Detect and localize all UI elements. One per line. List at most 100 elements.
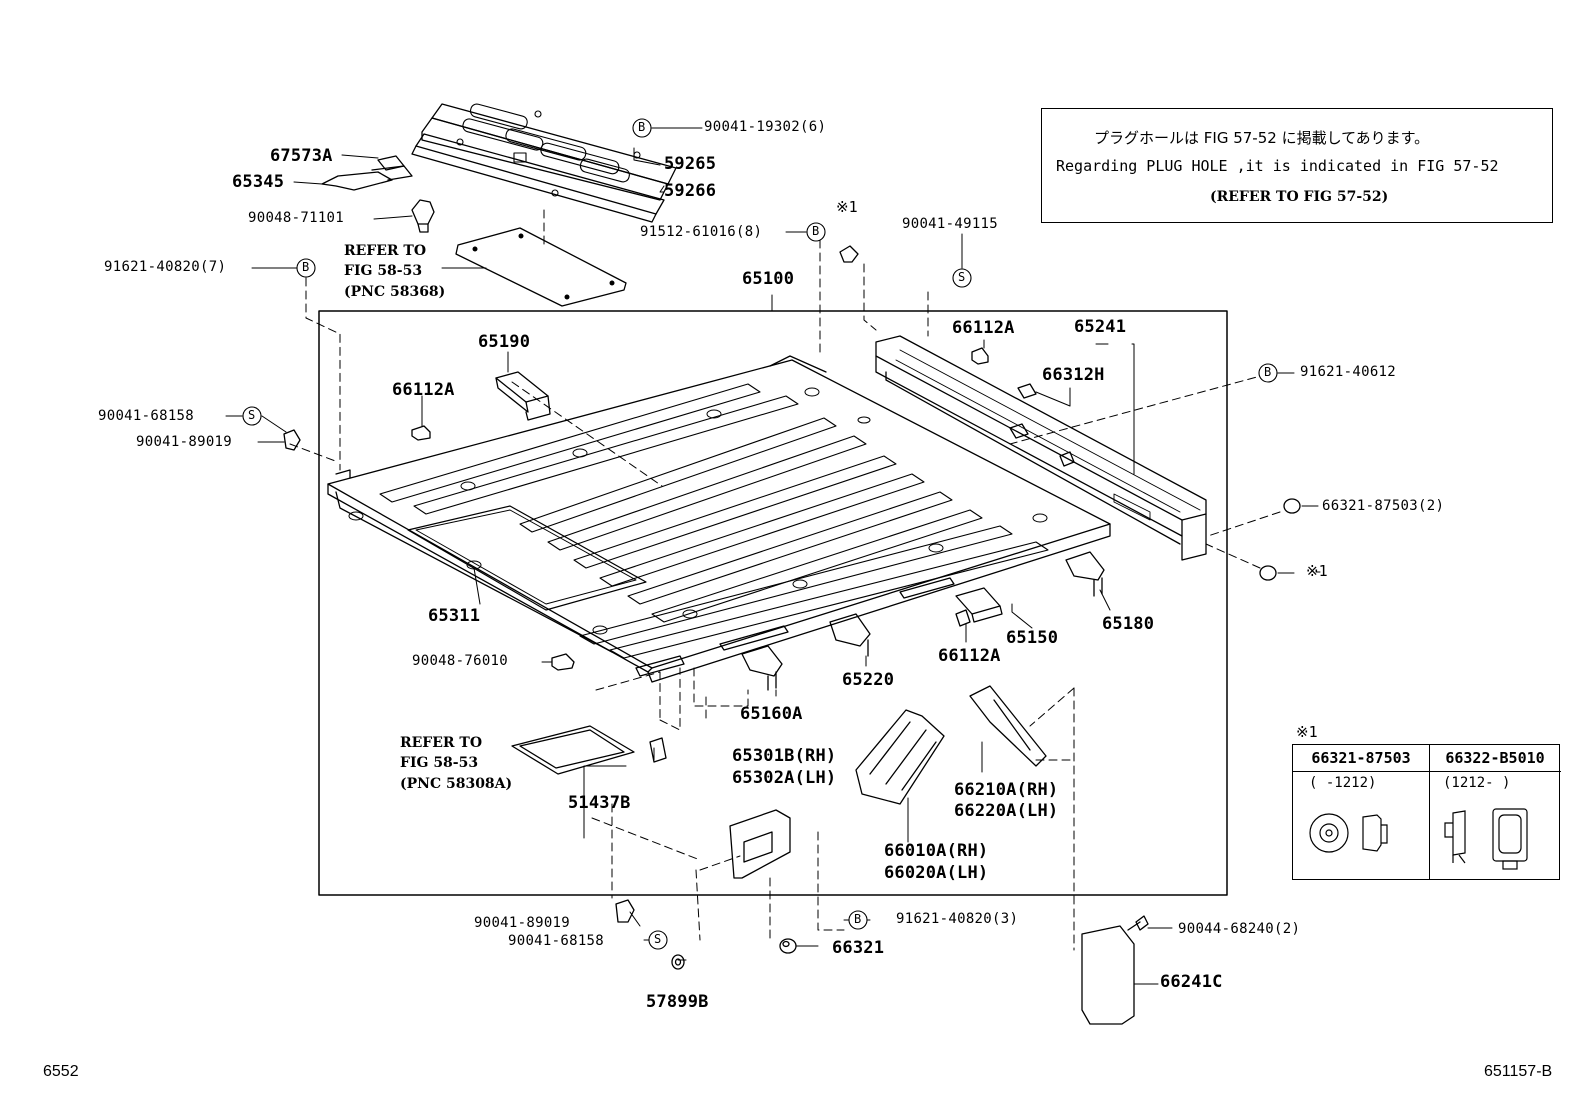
callout-b-91621-3: [848, 910, 868, 930]
callout-b-letter: B: [1264, 365, 1272, 379]
callout-s-90041-68158-b: [648, 930, 668, 950]
part-label-90041-19302[interactable]: 90041-19302(6): [704, 119, 827, 135]
legend-col2-range: (1212- ): [1443, 775, 1511, 791]
part-label-91621-40612[interactable]: 91621-40612: [1300, 364, 1397, 380]
part-label-66010A[interactable]: 66010A(RH): [884, 841, 989, 861]
bracket-51437B-icon: [649, 737, 667, 763]
tray-59265-icon: [411, 103, 677, 223]
clip-90048-71101-icon: [411, 199, 435, 233]
legend-mark: ※1: [1296, 723, 1318, 741]
part-label-65160A[interactable]: 65160A: [740, 704, 803, 724]
part-label-90041-89019-b[interactable]: 90041-89019: [474, 915, 571, 931]
part-label-66312H[interactable]: 66312H: [1042, 365, 1105, 385]
callout-s-letter: S: [654, 932, 662, 946]
callout-s-90041-68158-a: [242, 406, 262, 426]
callout-b-91621-7: [296, 258, 316, 278]
part-label-65180[interactable]: 65180: [1102, 614, 1155, 634]
callout-s-90041-49115: [952, 268, 972, 288]
part-label-91621-40820-7[interactable]: 91621-40820(7): [104, 259, 227, 275]
nut-66321-icon: [779, 938, 797, 954]
part-label-65100[interactable]: 65100: [742, 269, 795, 289]
refer-bottom-line2: FIG 58-53: [400, 755, 479, 771]
refer-top-line3: (PNC 58368): [344, 284, 446, 300]
callout-b-91512: [806, 222, 826, 242]
part-label-65302A[interactable]: 65302A(LH): [732, 768, 837, 788]
legend-col2-header[interactable]: 66322-B5010: [1429, 745, 1561, 772]
legend-col1-header[interactable]: 66321-87503: [1293, 745, 1430, 772]
note-jp: プラグホールは FIG 57-52 に掲載してあります。: [1094, 129, 1430, 147]
refer-bottom-line1: REFER TO: [400, 735, 483, 751]
part-label-66321[interactable]: 66321: [832, 938, 885, 958]
bracket-65180-icon: [1065, 551, 1105, 597]
callout-b-letter: B: [812, 224, 820, 238]
part-label-66321-87503[interactable]: 66321-87503(2): [1322, 498, 1445, 514]
footer-page-number: 6552: [43, 1063, 79, 1080]
footer-figure-code: 651157-B: [1484, 1063, 1553, 1080]
part-label-65311[interactable]: 65311: [428, 606, 481, 626]
nut-66321-87503-legend-icon: [1309, 813, 1349, 853]
part-label-66210A[interactable]: 66210A(RH): [954, 780, 1059, 800]
part-label-90048-71101[interactable]: 90048-71101: [248, 210, 345, 226]
part-label-91621-40820-3[interactable]: 91621-40820(3): [896, 911, 1019, 927]
pad-66112A-bottom-icon: [955, 609, 971, 627]
part-label-51437B[interactable]: 51437B: [568, 793, 631, 813]
pad-90048-76010-icon: [551, 653, 575, 671]
callout-s-letter: S: [958, 270, 966, 284]
nut-66321-87503-icon: [1283, 498, 1301, 514]
part-label-90041-68158-b[interactable]: 90041-68158: [508, 933, 605, 949]
legend-table: 66321-87503 66322-B5010 ( -1212) (1212- …: [1292, 744, 1561, 880]
part-label-65301B[interactable]: 65301B(RH): [732, 746, 837, 766]
callout-b-letter: B: [302, 260, 310, 274]
part-label-65190[interactable]: 65190: [478, 332, 531, 352]
clip-90041-89019-icon: [615, 899, 635, 923]
bracket-65220-icon: [829, 613, 871, 657]
part-label-90044-68240[interactable]: 90044-68240(2): [1178, 921, 1301, 937]
nut-star1-top-icon: [839, 245, 859, 263]
crossmember-65150-icon: [955, 587, 1003, 623]
part-label-65150[interactable]: 65150: [1006, 628, 1059, 648]
note-ref: (REFER TO FIG 57-52): [1210, 189, 1389, 205]
callout-b-91621-40612: [1258, 363, 1278, 383]
mudflap-66241C-icon: [1081, 925, 1135, 1025]
callout-b-letter: B: [854, 912, 862, 926]
part-label-66220A[interactable]: 66220A(LH): [954, 801, 1059, 821]
bracket-65190-icon: [495, 371, 551, 421]
part-label-66020A[interactable]: 66020A(LH): [884, 863, 989, 883]
part-label-66241C[interactable]: 66241C: [1160, 972, 1223, 992]
side-rail-65241-icon: [875, 335, 1207, 561]
callout-b-90041-19302: [632, 118, 652, 138]
legend-divider: [1429, 771, 1430, 879]
plug-cover-lower-icon: [511, 725, 635, 775]
part-label-57899B[interactable]: 57899B: [646, 992, 709, 1012]
part-label-66112A-left[interactable]: 66112A: [392, 380, 455, 400]
part-label-66112A-top[interactable]: 66112A: [952, 318, 1015, 338]
part-label-90041-49115[interactable]: 90041-49115: [902, 216, 999, 232]
part-label-67573A[interactable]: 67573A: [270, 146, 333, 166]
legend-parts-drawing: [1309, 808, 1528, 870]
note-en: Regarding PLUG HOLE ,it is indicated in …: [1056, 157, 1499, 175]
part-label-90048-76010[interactable]: 90048-76010: [412, 653, 509, 669]
bracket-65160A-icon: [741, 645, 783, 691]
part-label-66112A-bottom[interactable]: 66112A: [938, 646, 1001, 666]
floor-panel-65100-icon: [327, 355, 1111, 683]
part-label-65345[interactable]: 65345: [232, 172, 285, 192]
screw-90044-68240-icon: [1127, 915, 1149, 931]
nut-66321-87503-side-icon: [1362, 814, 1388, 852]
part-label-59265[interactable]: 59265: [664, 154, 717, 174]
mudguard-65301B-icon: [729, 809, 791, 879]
refer-top-line1: REFER TO: [344, 243, 427, 259]
part-label-91512-61016[interactable]: 91512-61016(8): [640, 224, 763, 240]
assembly-frame: [318, 310, 1228, 896]
part-label-90041-89019-a[interactable]: 90041-89019: [136, 434, 233, 450]
part-label-65241[interactable]: 65241: [1074, 317, 1127, 337]
clip-90041-89019-upper-icon: [283, 429, 301, 451]
clip-66312H-icon: [1017, 383, 1037, 399]
part-label-90041-68158-a[interactable]: 90041-68158: [98, 408, 195, 424]
part-label-59266[interactable]: 59266: [664, 181, 717, 201]
callout-b-letter: B: [638, 120, 646, 134]
pad-66112A-left-icon: [411, 425, 431, 441]
clip-66322-B5010-side-icon: [1444, 810, 1466, 864]
part-label-65220[interactable]: 65220: [842, 670, 895, 690]
